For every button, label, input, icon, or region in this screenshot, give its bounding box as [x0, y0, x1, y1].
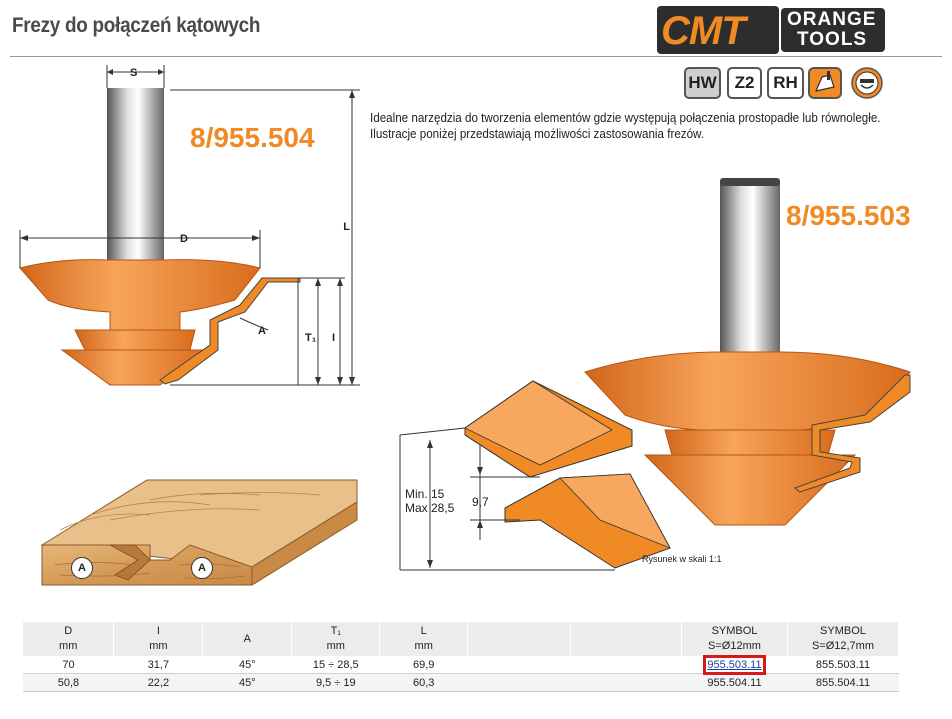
cell-empty: [570, 656, 682, 674]
label-l: L: [343, 221, 350, 233]
right-shank: [720, 182, 780, 357]
left-shank: [107, 88, 164, 260]
cell-a: 45°: [202, 673, 292, 692]
cell-symbol-12: 955.504.11: [681, 673, 788, 692]
code-right: 8/955.503: [786, 200, 911, 231]
right-bit-upper-cutter: [584, 351, 911, 431]
table-row: 70 31,7 45° 15 ÷ 28,5 69,9 955.503.11 85…: [23, 654, 899, 675]
cell-i: 22,2: [113, 673, 203, 692]
joint-max-label: Max 28,5: [405, 501, 455, 515]
cell-l: 60,3: [379, 673, 468, 692]
badge-hw: HW: [684, 67, 721, 99]
cell-empty: [467, 656, 571, 674]
cell-d: 70: [23, 656, 114, 674]
scale-note: Rysunek w skali 1:1: [642, 554, 722, 564]
cell-empty: [570, 673, 682, 692]
router-bit-icon: [808, 67, 842, 99]
joint-min-label: Min. 15: [405, 487, 445, 501]
right-profile-shape: [793, 374, 911, 493]
left-dimensions: [19, 65, 360, 386]
right-router-bit: [584, 178, 911, 526]
header-empty-1: [467, 622, 572, 656]
label-t1: T₁: [305, 332, 317, 344]
cell-l: 69,9: [379, 656, 468, 674]
badge-rh: RH: [767, 67, 804, 99]
table-row: 50,8 22,2 45° 9,5 ÷ 19 60,3 955.504.11 8…: [23, 673, 899, 692]
label-i: I: [332, 332, 335, 344]
board-label-a-left: A: [71, 557, 93, 579]
brand-logo: CMT ORANGE TOOLS: [657, 6, 885, 54]
cell-t1: 15 ÷ 28,5: [291, 656, 380, 674]
badge-z2: Z2: [727, 67, 762, 99]
left-dimension-arrows: [20, 69, 355, 385]
right-bit-middle: [664, 429, 836, 456]
product-description: Idealne narzędzia do tworzenia elementów…: [370, 111, 881, 141]
cell-symbol-12[interactable]: 955.503.11: [681, 654, 788, 675]
header-divider: [10, 56, 942, 57]
cell-symbol-127: 855.503.11: [787, 656, 899, 674]
header-a: A: [202, 622, 293, 656]
label-d: D: [180, 233, 188, 245]
header-empty-2: [570, 622, 683, 656]
cell-symbol-127: 855.504.11: [787, 673, 899, 692]
joint-depth-label: 9,7: [472, 495, 489, 509]
logo-brand-text: CMT: [661, 9, 746, 53]
logo-orange-tools-block: ORANGE TOOLS: [781, 8, 885, 52]
safety-gear-icon: [851, 67, 883, 99]
board-label-a-right: A: [191, 557, 213, 579]
right-bit-lower-cutter: [643, 454, 857, 526]
joint-diagram: [399, 380, 671, 571]
label-a: A: [258, 325, 266, 337]
logo-cmt-block: CMT: [657, 6, 779, 54]
left-router-bit: [19, 88, 261, 386]
logo-line1: ORANGE: [787, 9, 877, 30]
left-profile-shape: [159, 277, 301, 385]
cell-t1: 9,5 ÷ 19: [291, 673, 380, 692]
code-left: 8/955.504: [190, 122, 315, 153]
cell-a: 45°: [202, 656, 292, 674]
page-title: Frezy do połączeń kątowych: [12, 14, 261, 37]
logo-line2: TOOLS: [797, 29, 868, 50]
cell-d: 50,8: [23, 673, 114, 692]
left-bit-middle: [74, 329, 196, 351]
label-s: S: [130, 67, 137, 79]
cell-i: 31,7: [113, 656, 203, 674]
cell-empty: [467, 673, 571, 692]
symbol-link-highlighted[interactable]: 955.503.11: [703, 654, 766, 675]
